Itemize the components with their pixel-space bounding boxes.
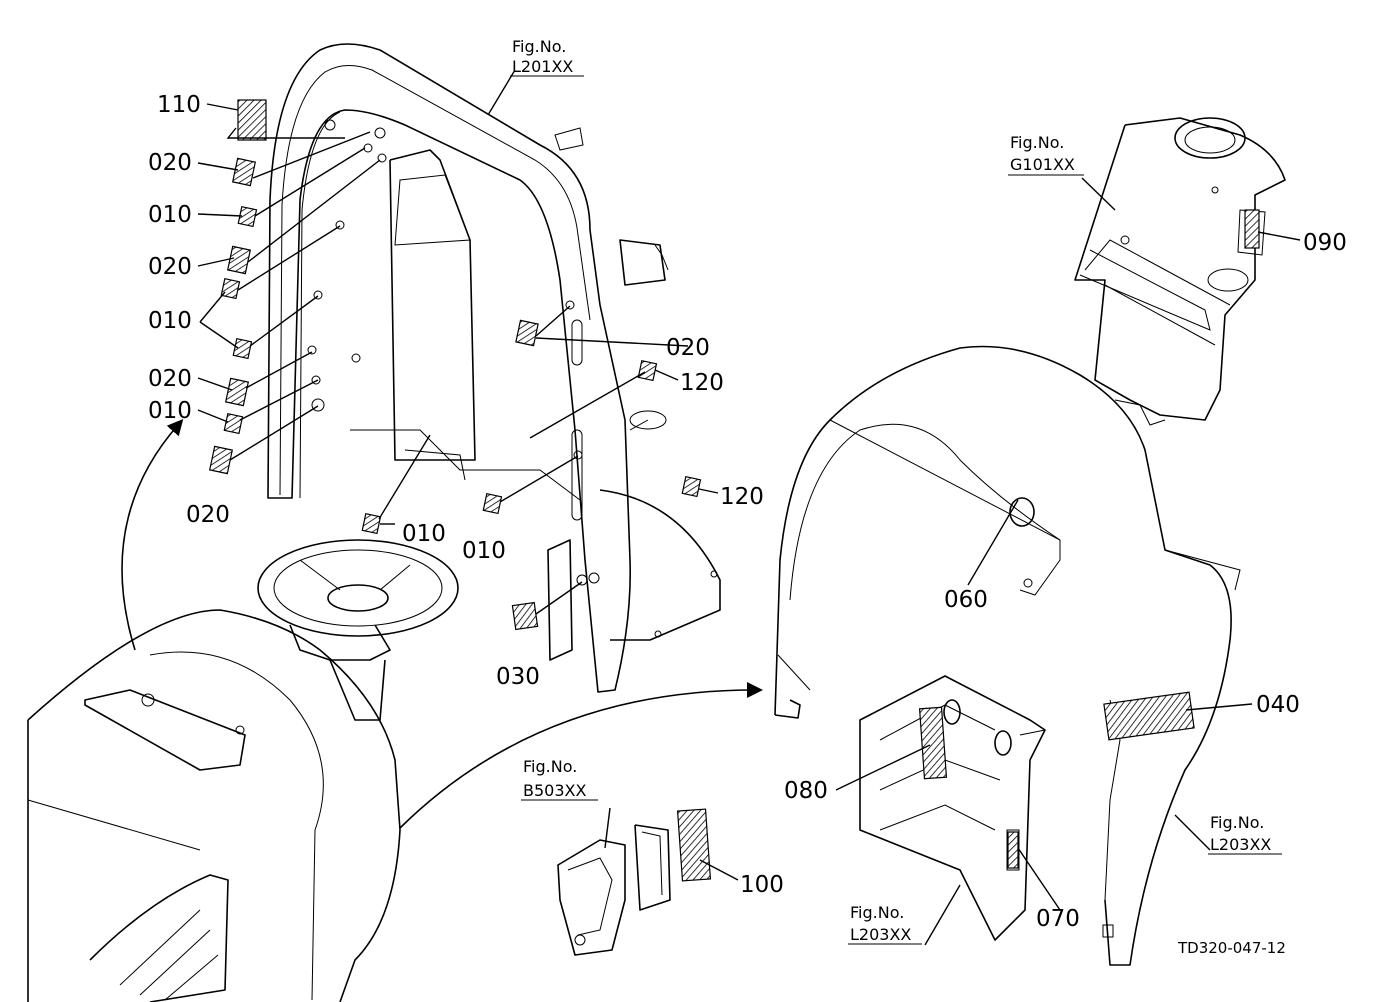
drawing-code: TD320-047-12 (1177, 939, 1286, 957)
figure-reference-tank: Fig.No. G101XX (1008, 133, 1084, 176)
side-panel (859, 675, 1046, 941)
decal-010-a (237, 206, 258, 228)
fig-prefix-tank: Fig.No. (1010, 133, 1064, 152)
fig-prefix-battery: Fig.No. (523, 757, 577, 776)
decal-120-b (681, 476, 702, 498)
callout-080: 080 (784, 778, 828, 804)
decal-040 (1103, 691, 1195, 741)
decal-080 (918, 706, 948, 780)
callout-120: 120 (680, 370, 724, 396)
flow-arrow-right (399, 682, 763, 829)
decal-010-d (223, 413, 244, 435)
decal-020-c (224, 377, 250, 407)
callout-090: 090 (1303, 230, 1347, 256)
figure-reference-panel: Fig.No. L203XX (848, 903, 922, 945)
decal-090 (1244, 209, 1260, 249)
callout-100: 100 (740, 872, 784, 898)
decal-110 (237, 99, 267, 141)
decal-010-f (482, 493, 503, 515)
figure-reference-hood: Fig.No. L203XX (1208, 813, 1282, 855)
decal-020-b (226, 245, 252, 275)
callout-labels: 110 020 010 020 010 020 010 020 010 010 … (148, 92, 1347, 932)
hood (774, 345, 1241, 966)
leader-lines (197, 69, 1301, 946)
callout-010: 010 (462, 538, 506, 564)
fig-prefix-panel: Fig.No. (850, 903, 904, 922)
battery-holder (557, 824, 671, 956)
decal-010-b (220, 278, 241, 300)
fig-code-rops: L201XX (512, 57, 573, 76)
callout-010: 010 (148, 398, 192, 424)
callout-020: 020 (148, 366, 192, 392)
callout-040: 040 (1256, 692, 1300, 718)
decal-020-d (208, 445, 234, 475)
rops-frame (267, 43, 721, 693)
decal-070 (1007, 831, 1019, 869)
decal-010-e (361, 513, 382, 535)
callout-020: 020 (186, 502, 230, 528)
fig-prefix-rops: Fig.No. (512, 37, 566, 56)
decal-020-a (231, 157, 257, 187)
decal-120-a (637, 360, 658, 382)
callout-010: 010 (402, 521, 446, 547)
fig-code-battery: B503XX (523, 781, 586, 800)
fig-code-tank: G101XX (1010, 155, 1075, 174)
callout-010: 010 (148, 308, 192, 334)
callout-110: 110 (157, 92, 201, 118)
fuel-tank (1074, 117, 1286, 426)
callout-060: 060 (944, 587, 988, 613)
callout-020: 020 (148, 254, 192, 280)
callout-030: 030 (496, 664, 540, 690)
callout-010: 010 (148, 202, 192, 228)
tractor-body (27, 539, 459, 1002)
callout-070: 070 (1036, 906, 1080, 932)
fig-code-hood: L203XX (1210, 835, 1271, 854)
fig-code-panel: L203XX (850, 925, 911, 944)
decal-100 (676, 808, 712, 882)
fig-prefix-hood: Fig.No. (1210, 813, 1264, 832)
decal-020-e (515, 319, 539, 347)
callout-020: 020 (666, 335, 710, 361)
decal-030 (511, 601, 539, 631)
callout-020: 020 (148, 150, 192, 176)
flow-arrow-up (121, 418, 184, 651)
decal-010-c (232, 338, 253, 360)
callout-120: 120 (720, 484, 764, 510)
decal-labels (208, 99, 1260, 882)
figure-reference-rops: Fig.No. L201XX (510, 37, 584, 77)
figure-reference-battery: Fig.No. B503XX (521, 757, 598, 801)
